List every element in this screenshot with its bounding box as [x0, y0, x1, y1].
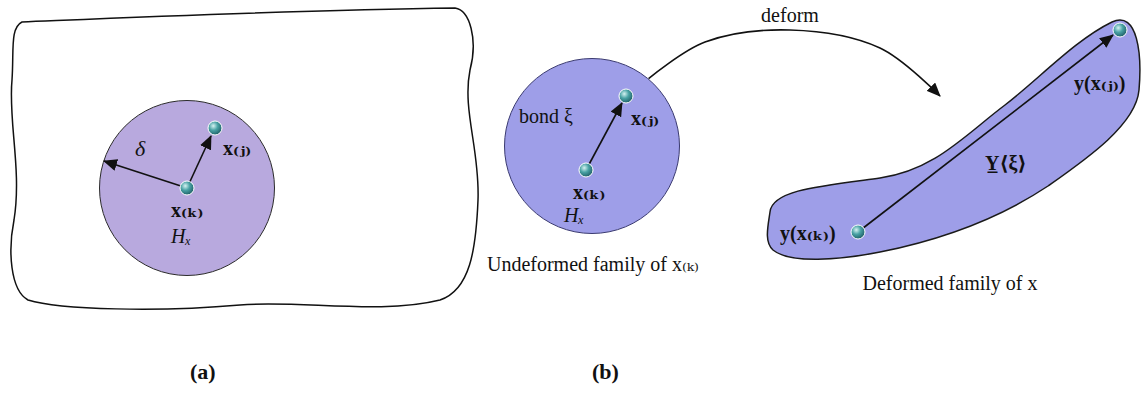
horizon-circle: δ x₍ⱼ₎ x₍ₖ₎ Hₓ — [99, 100, 275, 276]
deformed-family-region: y(x₍ⱼ₎)Y̲⟨ξ⟩y(x₍ₖ₎)Deformed family of x — [760, 8, 1142, 270]
family-caption: Undeformed family of x₍ₖ₎ — [487, 253, 699, 275]
bond-arrow — [187, 136, 211, 188]
material-point — [1113, 23, 1127, 37]
material-point — [208, 121, 222, 135]
deformed-point-label: y(x₍ⱼ₎) — [1074, 72, 1126, 94]
point-label: x₍ₖ₎ — [171, 199, 203, 221]
horizon-radius-arrow — [104, 161, 187, 188]
point-label: x₍ⱼ₎ — [223, 137, 251, 159]
deformation-state-label: Y̲⟨ξ⟩ — [985, 152, 1027, 174]
material-point — [579, 163, 593, 177]
bond-label: bond ξ — [519, 105, 573, 127]
material-point — [180, 181, 194, 195]
point-label: x₍ₖ₎ — [573, 181, 605, 203]
panel-label: (a) — [190, 360, 216, 384]
deformed-point-label: y(x₍ₖ₎) — [780, 222, 836, 244]
body-outline — [11, 8, 478, 309]
horizon-label: Hₓ — [564, 204, 584, 226]
family-caption: Deformed family of x — [863, 272, 1038, 294]
transformation-arrow — [649, 30, 940, 96]
material-point — [851, 225, 865, 239]
undeformed-family-circle: bond ξx₍ⱼ₎x₍ₖ₎HₓUndeformed family of x₍ₖ… — [504, 58, 680, 234]
bond-arrow — [586, 103, 622, 170]
edge-label: deform — [759, 4, 821, 26]
region-shape — [767, 20, 1139, 259]
material-point — [619, 89, 633, 103]
horizon-label: Hₓ — [171, 225, 191, 247]
panel-label: (b) — [592, 360, 619, 384]
deformed-bond-arrow — [858, 35, 1113, 232]
horizon-radius-label: δ — [135, 137, 145, 161]
point-label: x₍ⱼ₎ — [631, 107, 659, 129]
